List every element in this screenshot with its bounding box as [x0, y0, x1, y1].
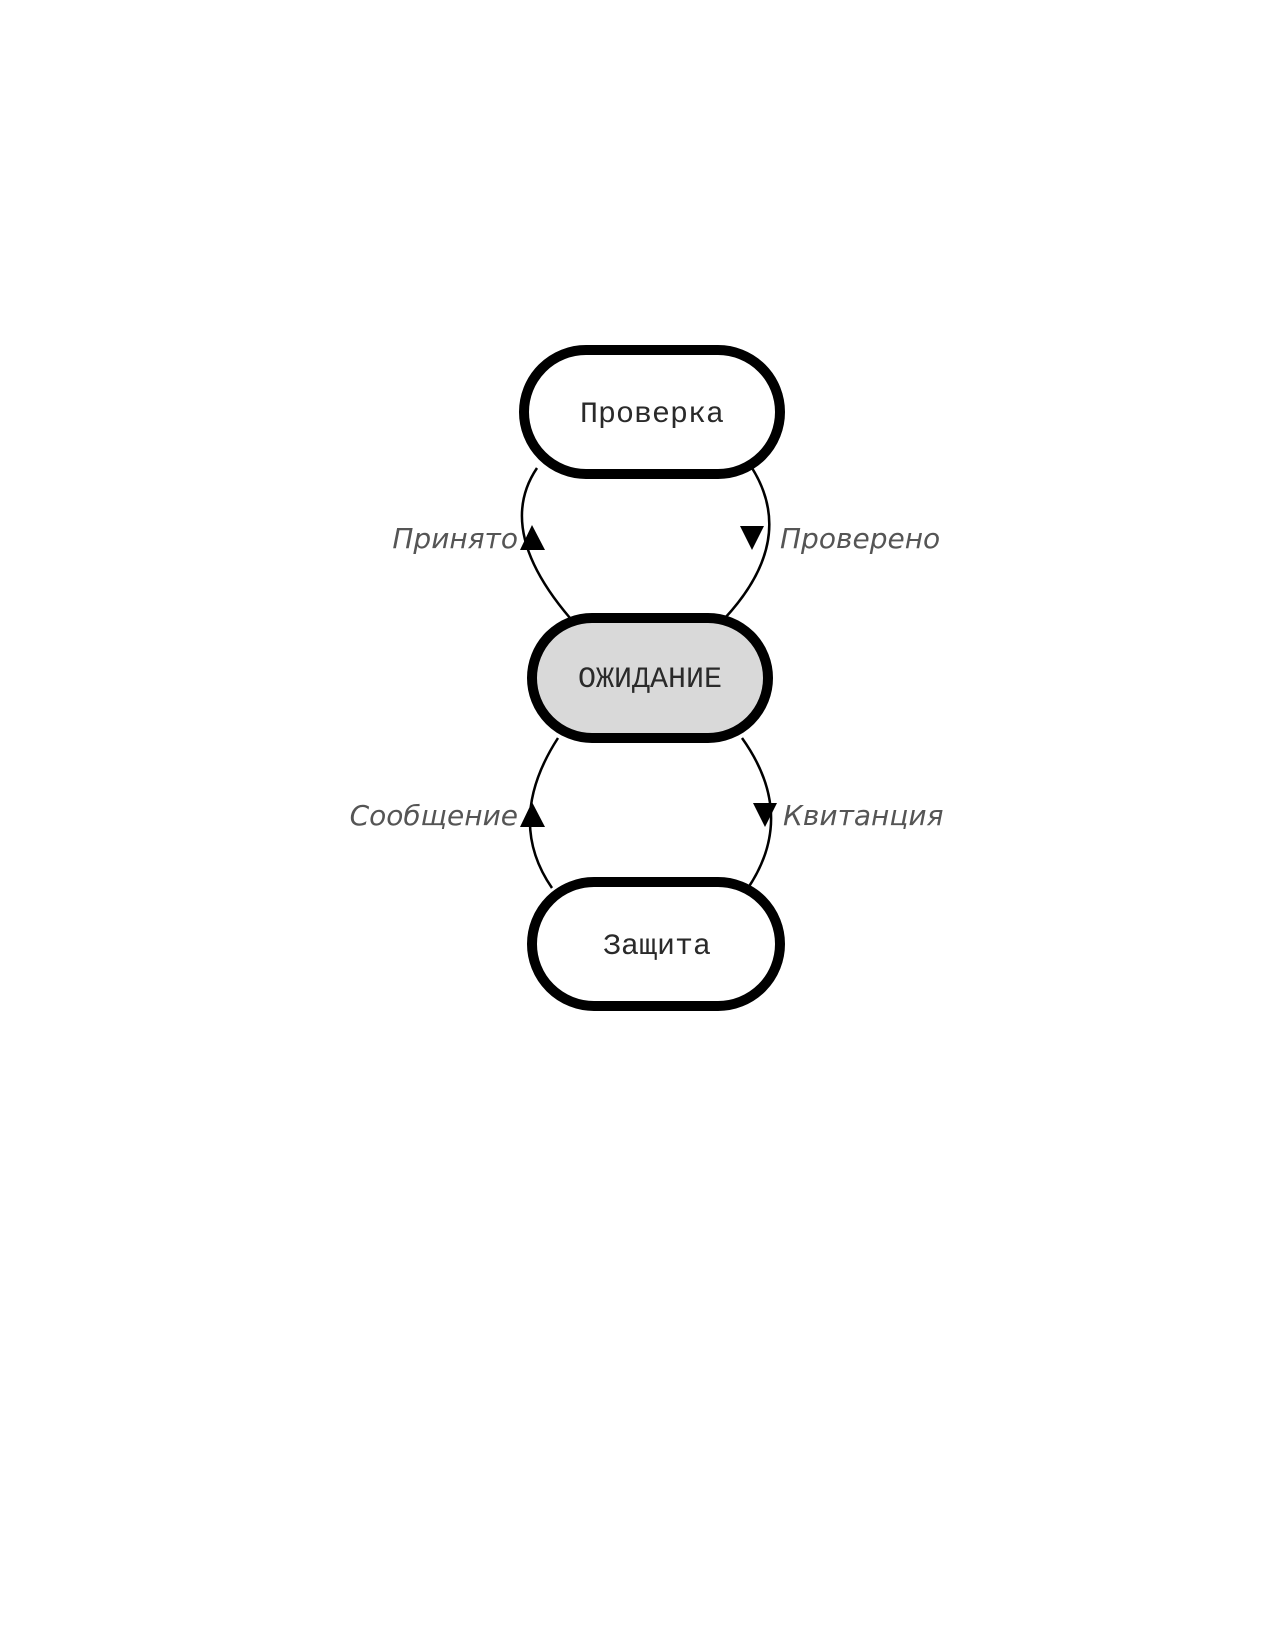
- state-top: Проверка: [519, 345, 785, 479]
- state-bottom: Защита: [527, 877, 785, 1011]
- edge-label-checked: Проверено: [780, 522, 940, 555]
- arrow-checked-icon: [740, 526, 764, 550]
- edge-label-message: Сообщение: [350, 799, 518, 832]
- state-center-label: ОЖИДАНИЕ: [578, 663, 722, 697]
- edge-accepted: [520, 467, 571, 619]
- edge-label-accepted: Принято: [392, 522, 518, 555]
- edge-label-receipt: Квитанция: [783, 799, 943, 832]
- state-bottom-shape: [527, 877, 785, 1011]
- arrow-accepted-icon: [520, 525, 545, 550]
- edge-checked: [724, 467, 771, 619]
- arrow-receipt-icon: [753, 803, 777, 827]
- state-center-shape: [527, 613, 773, 743]
- state-top-label: Проверка: [580, 398, 724, 432]
- state-bottom-label: Защита: [603, 930, 711, 964]
- arrow-message-icon: [520, 802, 545, 827]
- state-top-shape: [519, 345, 785, 479]
- state-center: ОЖИДАНИЕ: [527, 613, 773, 743]
